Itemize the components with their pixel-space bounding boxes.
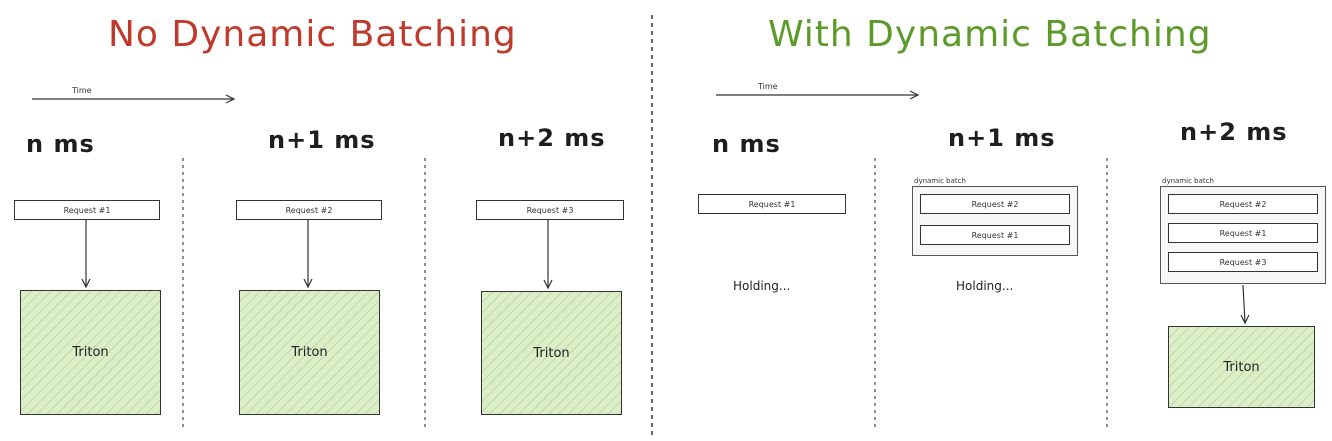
time-step-label: n ms bbox=[712, 130, 781, 158]
left-title: No Dynamic Batching bbox=[108, 14, 517, 55]
holding-text: Holding... bbox=[956, 279, 1014, 293]
batch-arrow bbox=[1240, 284, 1250, 325]
request-box: Request #1 bbox=[1168, 223, 1318, 243]
request-box: Request #2 bbox=[1168, 194, 1318, 214]
request-box: Request #1 bbox=[920, 225, 1070, 245]
request-box: Request #3 bbox=[476, 200, 624, 220]
right-title: With Dynamic Batching bbox=[768, 14, 1212, 55]
triton-server-box: Triton bbox=[20, 290, 161, 415]
holding-text: Holding... bbox=[733, 279, 791, 293]
time-label: Time bbox=[758, 82, 778, 91]
dynamic-batch-label: dynamic batch bbox=[914, 177, 966, 185]
request-box: Request #1 bbox=[14, 200, 160, 220]
request-box: Request #2 bbox=[236, 200, 382, 220]
triton-server-box: Triton bbox=[481, 291, 622, 415]
request-box: Request #2 bbox=[920, 194, 1070, 214]
time-label: Time bbox=[72, 86, 92, 95]
time-step-label: n+1 ms bbox=[948, 124, 1056, 152]
request-box: Request #1 bbox=[698, 194, 846, 214]
request-arrow bbox=[81, 220, 91, 289]
time-step-label: n+1 ms bbox=[268, 126, 376, 154]
time-arrow-left bbox=[32, 94, 236, 104]
request-box: Request #3 bbox=[1168, 252, 1318, 272]
request-arrow bbox=[303, 220, 313, 289]
triton-server-box: Triton bbox=[239, 290, 380, 415]
time-arrow-right bbox=[716, 90, 920, 100]
request-arrow bbox=[543, 220, 553, 290]
triton-server-box: Triton bbox=[1168, 326, 1315, 408]
dynamic-batch-label: dynamic batch bbox=[1162, 177, 1214, 185]
time-step-label: n+2 ms bbox=[498, 124, 606, 152]
time-step-label: n ms bbox=[26, 130, 95, 158]
time-step-label: n+2 ms bbox=[1180, 118, 1288, 146]
